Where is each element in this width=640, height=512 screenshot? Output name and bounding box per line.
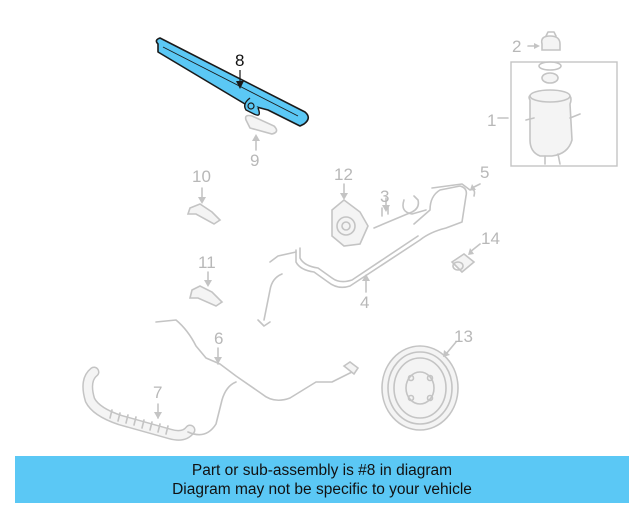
part-14-fitting[interactable] [450,243,481,274]
part-9-clamp[interactable] [244,114,278,151]
part-2-cap[interactable] [527,31,561,51]
part-11-bracket[interactable] [188,271,224,307]
info-banner: Part or sub-assembly is #8 in diagram Di… [15,456,629,503]
callout-10: 10 [192,167,211,186]
callout-6: 6 [214,329,223,348]
callout-7: 7 [153,383,162,402]
part-8-pipe[interactable] [155,37,310,127]
banner-line-2: Diagram may not be specific to your vehi… [172,480,472,498]
part-10-bracket[interactable] [186,187,222,225]
part-6-return-line[interactable] [155,251,360,402]
callout-14: 14 [481,229,500,248]
part-1-reservoir[interactable] [497,61,618,167]
callout-13: 13 [454,327,473,346]
part-13-pulley[interactable] [381,341,459,431]
callout-5: 5 [480,163,489,182]
part-12-valve[interactable] [331,183,369,247]
callout-8: 8 [235,51,244,70]
callout-2: 2 [512,37,521,56]
part-3-4-5-lines[interactable] [295,183,481,293]
callout-12: 12 [334,165,353,184]
callout-9: 9 [250,151,259,170]
callout-1: 1 [487,111,496,130]
banner-line-1: Part or sub-assembly is #8 in diagram [191,461,453,479]
callout-11: 11 [198,253,216,272]
callout-3: 3 [380,187,389,206]
callout-4: 4 [360,293,369,312]
part-7-hose[interactable] [82,366,237,441]
